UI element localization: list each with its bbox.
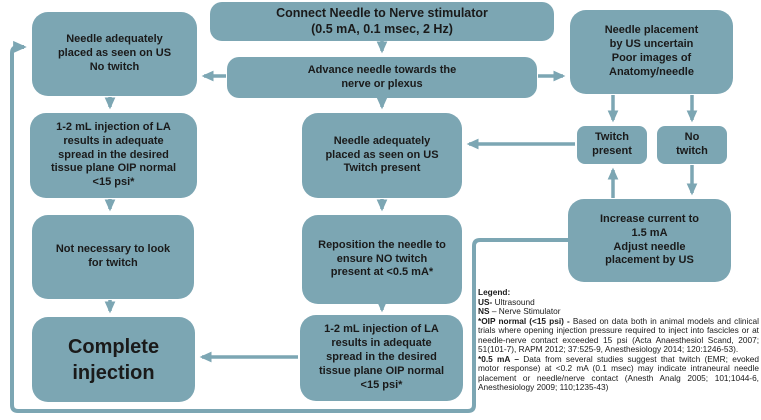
- node-increase-current: Increase current to 1.5 mA Adjust needle…: [568, 199, 731, 282]
- legend: Legend: US- Ultrasound NS – Nerve Stimul…: [478, 287, 759, 393]
- legend-entry-oip: *OIP normal (<15 psi) - Based on data bo…: [478, 315, 759, 355]
- node-complete-injection: Complete injection: [32, 317, 195, 402]
- node-no-twitch: No twitch: [657, 126, 727, 164]
- feedback-loop-increase-to-us-no-twitch: [10, 40, 572, 413]
- legend-entry-05ma: *0.5 mA – Data from several studies sugg…: [478, 353, 759, 393]
- node-us-uncertain: Needle placement by US uncertain Poor im…: [570, 10, 733, 94]
- node-us-twitch-present: Needle adequately placed as seen on US T…: [302, 113, 462, 198]
- node-injection-center: 1-2 mL injection of LA results in adequa…: [300, 315, 463, 401]
- legend-heading: Legend:: [478, 287, 511, 297]
- node-injection-left: 1-2 mL injection of LA results in adequa…: [30, 113, 197, 198]
- node-advance-needle: Advance needle towards the nerve or plex…: [227, 57, 537, 98]
- node-reposition-needle: Reposition the needle to ensure NO twitc…: [302, 215, 462, 304]
- legend-entry-ns: NS – Nerve Stimulator: [478, 306, 561, 317]
- legend-entry-us: US- Ultrasound: [478, 296, 535, 307]
- node-connect-needle: Connect Needle to Nerve stimulator (0.5 …: [210, 2, 554, 41]
- node-twitch-present: Twitch present: [577, 126, 647, 164]
- node-us-no-twitch: Needle adequately placed as seen on US N…: [32, 12, 197, 96]
- node-not-necessary: Not necessary to look for twitch: [32, 215, 194, 299]
